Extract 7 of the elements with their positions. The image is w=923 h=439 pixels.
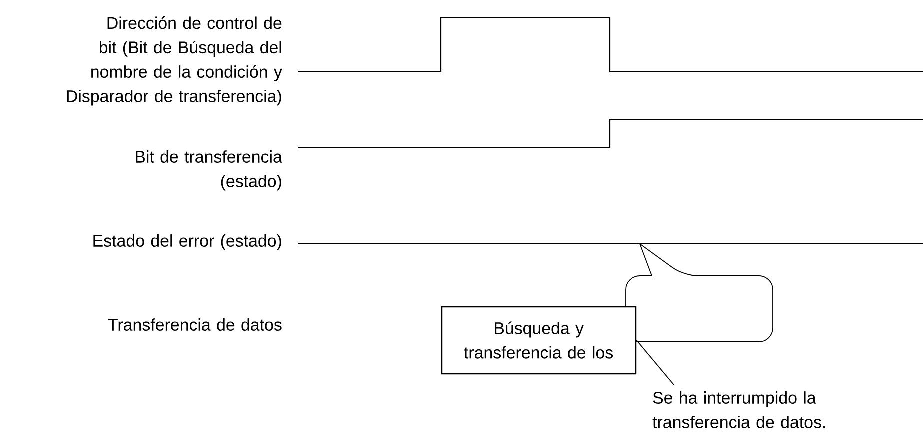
signal-label: Bit de transferencia (estado)	[136, 150, 282, 191]
process-box: Búsqueda y transferencia de los	[441, 306, 637, 375]
callout-text: Se ha interrumpido la transferencia de datos.	[652, 392, 826, 428]
signal-label: Estado del error (estado)	[94, 234, 282, 250]
speech-bubble	[626, 244, 774, 342]
signal-label: Dirección de control de bit (Bit de Búsqueda del nombre de la condición y Disparador de transferencia)	[67, 16, 282, 106]
signal-label: Transferencia de datos	[108, 318, 282, 331]
